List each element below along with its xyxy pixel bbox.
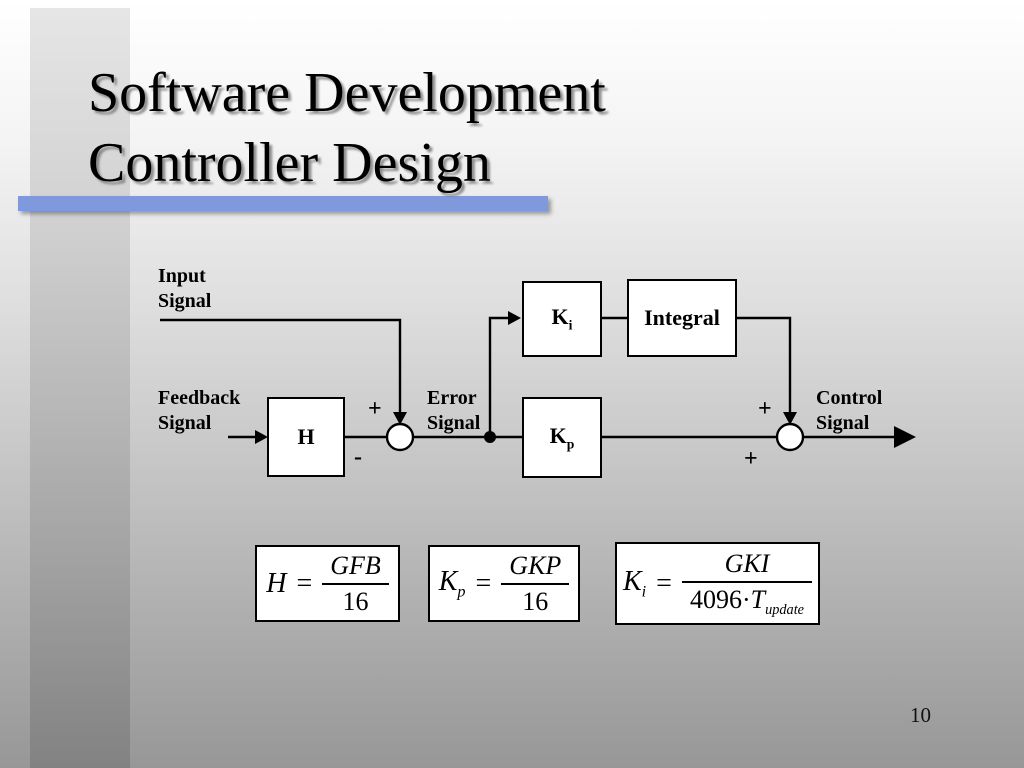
formula-h-numerator: GFB (322, 551, 389, 585)
arrowhead-output (894, 426, 916, 448)
formula-ki-den-coefficient: 4096· (689, 584, 751, 614)
formula-kp-lhs-base: K (438, 565, 458, 597)
formula-kp-fraction: GKP 16 (501, 551, 570, 617)
formula-kp-lhs: Kp (439, 566, 466, 602)
sum2-plus-top-sign: + (758, 396, 772, 422)
formula-ki-lhs: Ki (623, 566, 646, 602)
h-block-label: H (297, 424, 315, 449)
ki-block-label: Ki (552, 304, 573, 333)
formula-ki-denominator: 4096·Tupdate (682, 583, 812, 619)
formula-h: H = GFB 16 (255, 545, 400, 622)
formula-h-equals: = (296, 567, 313, 599)
integral-block: Integral (627, 279, 737, 357)
left-band-decoration (30, 8, 130, 768)
sum2-plus-bottom-sign: + (744, 446, 758, 472)
formula-ki-den-variable: T (750, 584, 766, 614)
kp-block-label: Kp (550, 423, 575, 452)
formula-kp: Kp = GKP 16 (428, 545, 580, 622)
title-accent-bar (18, 196, 548, 211)
kp-block-subscript: p (566, 436, 575, 452)
formula-ki: Ki = GKI 4096·Tupdate (615, 542, 820, 625)
control-signal-label: Control Signal (816, 387, 883, 434)
arrowhead-into-ki-block (508, 311, 521, 325)
input-signal-label: Input Signal (158, 265, 212, 312)
sum-junction-2 (775, 422, 805, 452)
kp-block-base: K (549, 422, 567, 448)
formula-kp-denominator: 16 (522, 586, 549, 616)
formula-ki-lhs-subscript: i (641, 582, 647, 601)
error-signal-label: Error Signal (427, 387, 481, 434)
formula-h-denominator: 16 (342, 586, 369, 616)
formula-ki-den-subscript: update (765, 601, 805, 618)
arrowhead-into-sum1 (393, 412, 407, 425)
sum1-plus-sign: + (368, 396, 382, 422)
sum1-minus-sign: - (354, 444, 362, 470)
ki-block-subscript: i (568, 317, 573, 333)
formula-h-fraction: GFB 16 (322, 551, 389, 617)
wire-branch-to-ki (488, 316, 509, 437)
ki-block-base: K (551, 304, 569, 330)
formula-ki-equals: = (656, 567, 672, 599)
wire-input (160, 318, 402, 414)
formula-ki-fraction: GKI 4096·Tupdate (681, 549, 813, 619)
arrowhead-into-h-block (255, 430, 268, 444)
integral-block-label: Integral (644, 305, 720, 330)
ki-block: Ki (522, 281, 602, 357)
wire-integral-to-sum2 (737, 316, 792, 414)
feedback-signal-label: Feedback Signal (158, 387, 241, 434)
formula-kp-equals: = (475, 567, 492, 599)
formula-h-lhs: H (266, 567, 287, 599)
slide-title: Software Development Controller Design (88, 62, 606, 194)
h-block: H (267, 397, 345, 477)
arrowhead-into-sum2 (783, 412, 797, 425)
kp-block: Kp (522, 397, 602, 478)
sum-junction-1 (385, 422, 415, 452)
formula-ki-numerator: GKI (681, 549, 813, 583)
formula-kp-lhs-subscript: p (457, 582, 466, 601)
formula-ki-lhs-base: K (622, 565, 642, 597)
branch-dot (484, 431, 496, 443)
page-number: 10 (910, 703, 931, 727)
formula-kp-numerator: GKP (501, 551, 570, 585)
